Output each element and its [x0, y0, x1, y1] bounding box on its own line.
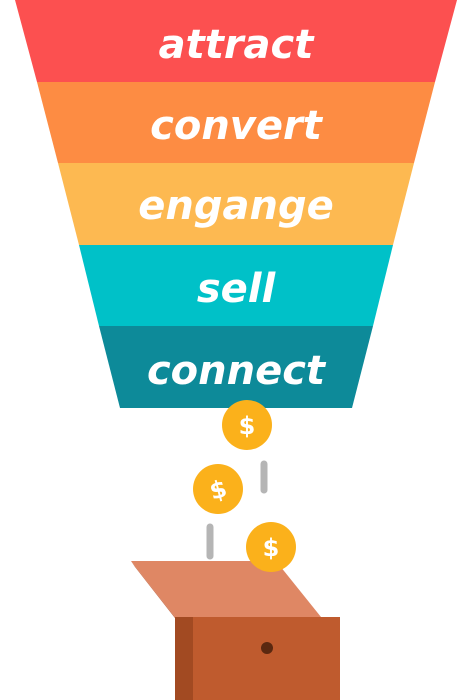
- coin-lower: $: [246, 522, 296, 572]
- coin-symbol: $: [263, 534, 280, 562]
- funnel-stage-convert: convert: [37, 82, 435, 163]
- box-lid-edge: [131, 561, 178, 622]
- box-front: [193, 617, 340, 700]
- funnel-band-sell: [79, 245, 393, 326]
- stage-label-connect: connect: [147, 348, 327, 394]
- box-lid: [131, 561, 321, 617]
- funnel-stage-connect: connect: [99, 326, 373, 408]
- funnel-band-engange: [58, 163, 414, 245]
- funnel-stage-attract: attract: [15, 0, 457, 82]
- motion-lines: [206, 460, 268, 560]
- coin-middle: $: [193, 464, 243, 514]
- box-keyhole: [261, 642, 273, 654]
- funnel-band-connect: [99, 326, 373, 408]
- funnel-band-attract: [15, 0, 457, 82]
- falling-coins: $ $ $: [193, 400, 296, 572]
- stage-label-attract: attract: [159, 22, 316, 68]
- coin-symbol: $: [207, 474, 230, 505]
- coin-icon: [193, 464, 243, 514]
- box-side: [175, 617, 193, 700]
- coin-icon: [222, 400, 272, 450]
- coin-symbol: $: [239, 412, 256, 440]
- funnel-stage-sell: sell: [79, 245, 393, 326]
- stage-label-sell: sell: [197, 266, 277, 312]
- coin-icon: [246, 522, 296, 572]
- stage-label-convert: convert: [150, 103, 324, 149]
- stage-label-engange: engange: [138, 183, 333, 229]
- funnel: attract convert engange sell connect: [15, 0, 457, 408]
- coin-top: $: [222, 400, 272, 450]
- funnel-stage-engange: engange: [58, 163, 414, 245]
- box-front-group: [175, 617, 340, 700]
- funnel-band-convert: [37, 82, 435, 163]
